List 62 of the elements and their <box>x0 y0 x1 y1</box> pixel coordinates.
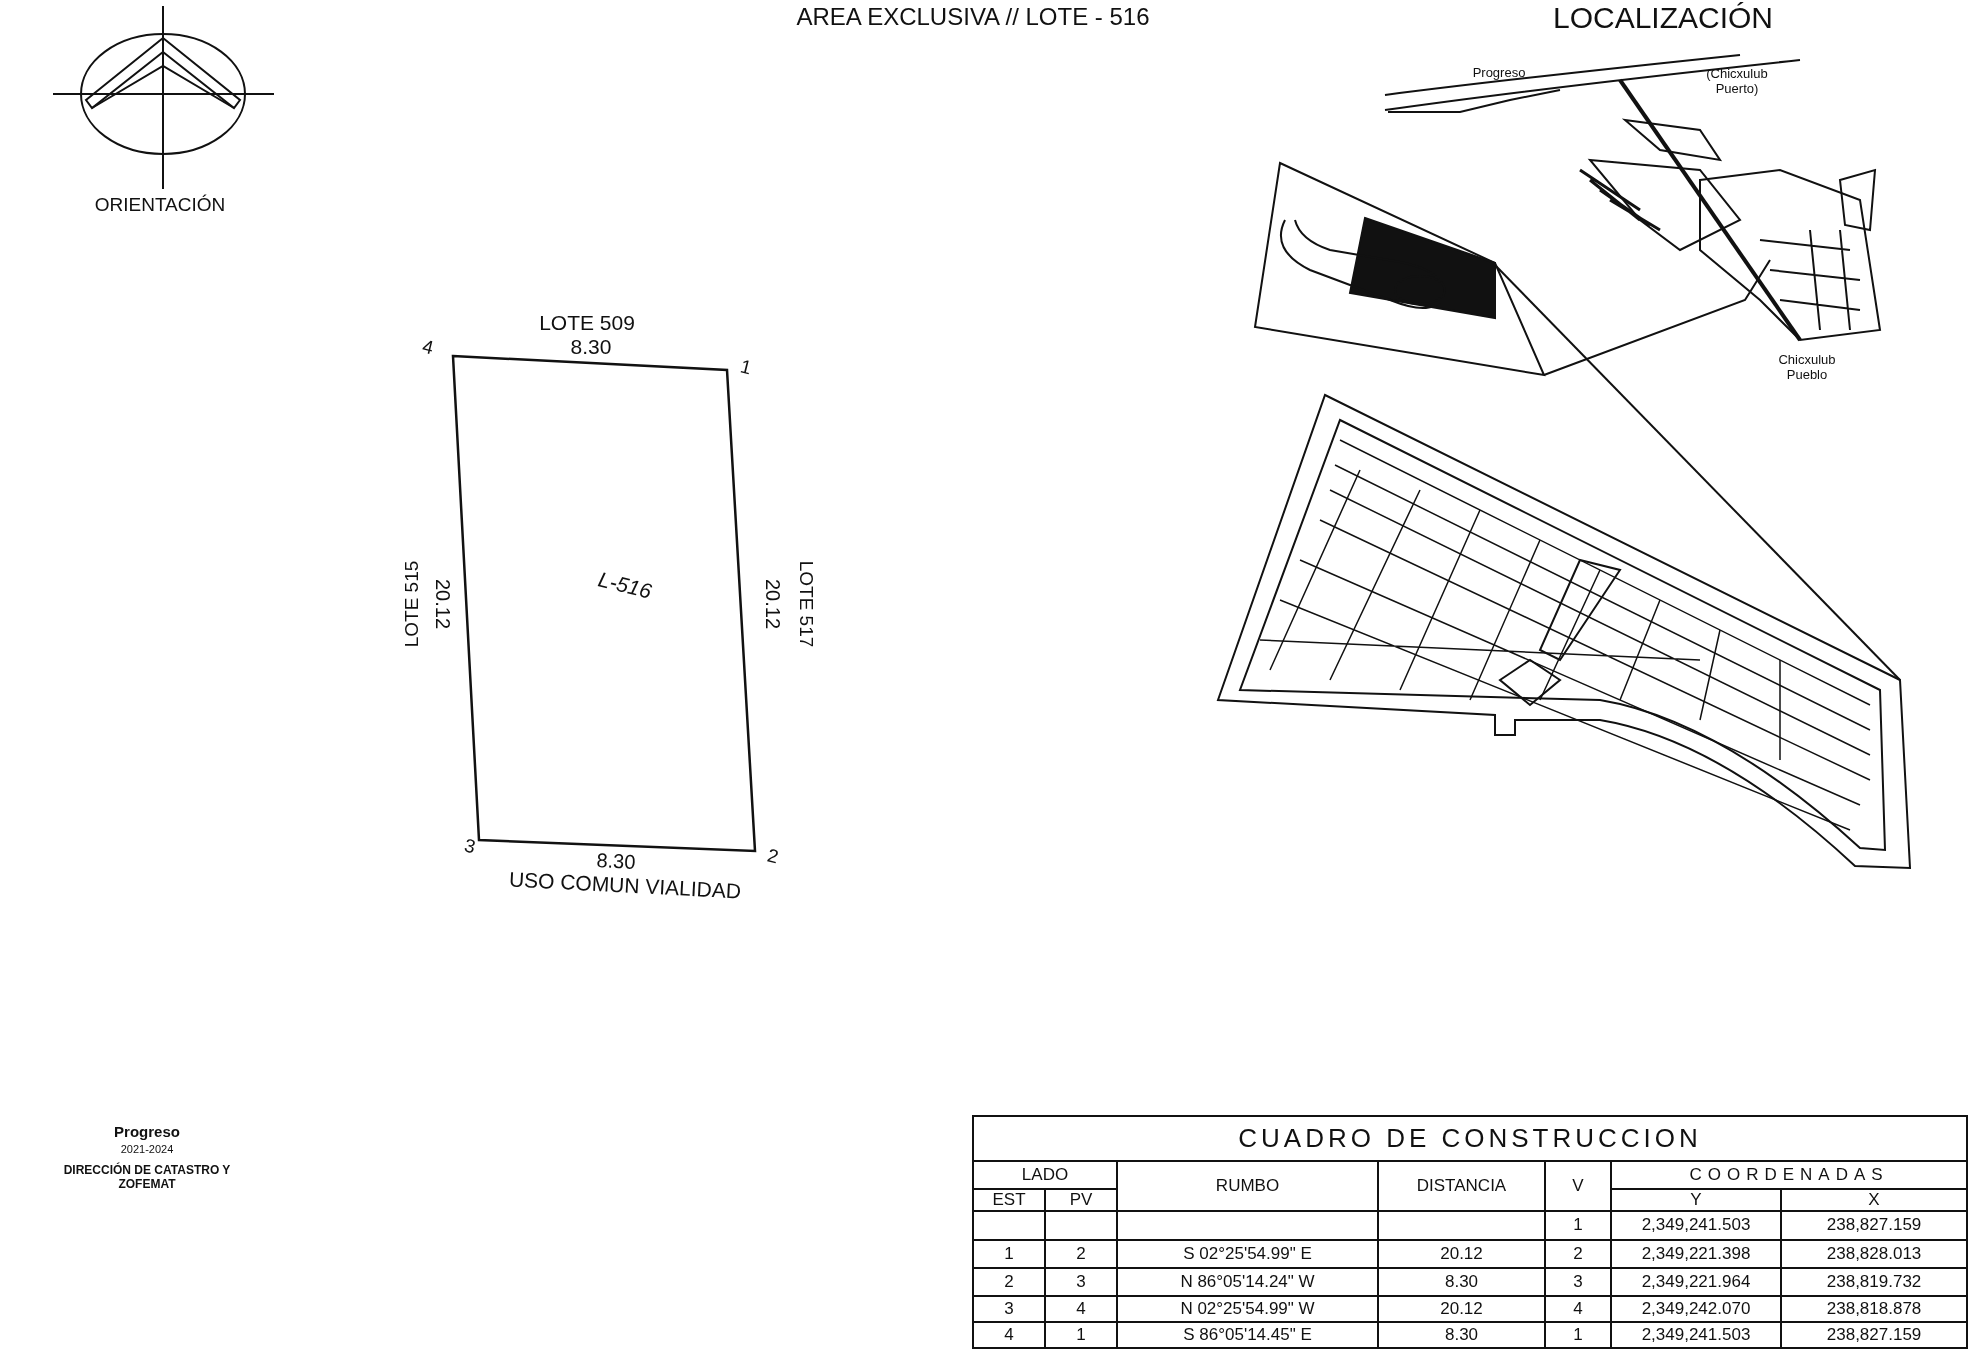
table-value: S 02°25'54.99" E <box>1183 1243 1312 1263</box>
table-value: 2 <box>1573 1243 1583 1263</box>
place-name: (Chicxulub Puerto) <box>1705 67 1769 97</box>
table-value: 3 <box>1573 1271 1583 1291</box>
table-value: 1 <box>1004 1243 1014 1263</box>
neighbor-lot-label: LOTE 509 <box>539 311 635 333</box>
table-value: 1 <box>1076 1324 1086 1344</box>
place-name: Progreso <box>1472 65 1526 79</box>
table-value: 2 <box>1004 1271 1014 1291</box>
municipality-name: Progreso <box>114 1123 180 1139</box>
map-heading: LOCALIZACIÓN <box>1552 3 1774 33</box>
table-value: N 02°25'54.99" W <box>1180 1298 1315 1318</box>
table-value: 238,818.878 <box>1826 1298 1922 1318</box>
table-value: 4 <box>1076 1298 1086 1318</box>
vertex-number: 1 <box>738 356 754 378</box>
table-value: 4 <box>1573 1298 1583 1318</box>
table-value: S 86°05'14.45" E <box>1183 1324 1312 1344</box>
column-header: V <box>1572 1175 1584 1195</box>
column-header: RUMBO <box>1215 1175 1280 1195</box>
column-header: COORDENADAS <box>1689 1164 1889 1184</box>
table-value: 238,827.159 <box>1826 1215 1922 1235</box>
column-header: X <box>1868 1189 1880 1209</box>
table-value: 1 <box>1573 1324 1583 1344</box>
table-value: 4 <box>1004 1324 1014 1344</box>
dimension-label: 20.12 <box>433 578 453 630</box>
column-header: Y <box>1690 1189 1702 1209</box>
table-value: 3 <box>1004 1298 1014 1318</box>
dimension-label: 8.30 <box>570 335 612 357</box>
table-value: 20.12 <box>1440 1298 1483 1318</box>
compass-label: ORIENTACIÓN <box>94 194 226 214</box>
vertex-number: 2 <box>765 845 781 867</box>
table-value: 2,349,241.503 <box>1641 1324 1751 1344</box>
table-title: CUADRO DE CONSTRUCCION <box>1238 1123 1702 1154</box>
neighbor-lot-label: LOTE 517 <box>796 560 816 648</box>
table-value: 238,819.732 <box>1826 1271 1922 1291</box>
vertex-number: 4 <box>420 336 436 358</box>
column-header: EST <box>992 1189 1026 1209</box>
table-value: 2,349,221.398 <box>1641 1243 1751 1263</box>
table-value: 1 <box>1573 1215 1583 1235</box>
table-value: 2 <box>1076 1243 1086 1263</box>
table-value: 2,349,241.503 <box>1641 1215 1751 1235</box>
place-name: Chicxulub Pueblo <box>1777 353 1837 383</box>
drawing-title: AREA EXCLUSIVA // LOTE - 516 <box>796 5 1150 29</box>
table-value: 3 <box>1076 1271 1086 1291</box>
table-value: 2,349,242.070 <box>1641 1298 1751 1318</box>
department-name: DIRECCIÓN DE CATASTRO Y ZOFEMAT <box>62 1164 232 1192</box>
dimension-label: 20.12 <box>763 578 783 630</box>
column-header: PV <box>1069 1189 1093 1209</box>
table-value: 20.12 <box>1440 1243 1483 1263</box>
column-header: LADO <box>1021 1164 1069 1184</box>
lot-parcel <box>450 353 758 854</box>
lot-label: L-516 <box>596 568 654 602</box>
neighbor-lot-label: LOTE 515 <box>401 560 421 648</box>
vertex-number: 3 <box>462 835 478 857</box>
table-value: N 86°05'14.24" W <box>1180 1271 1315 1291</box>
table-value: 238,828.013 <box>1826 1243 1922 1263</box>
column-header: DISTANCIA <box>1416 1175 1507 1195</box>
period-label: 2021-2024 <box>120 1143 174 1155</box>
table-value: 238,827.159 <box>1826 1324 1922 1344</box>
table-value: 2,349,221.964 <box>1641 1271 1751 1291</box>
table-value: 8.30 <box>1444 1324 1479 1344</box>
table-value: 8.30 <box>1444 1271 1479 1291</box>
